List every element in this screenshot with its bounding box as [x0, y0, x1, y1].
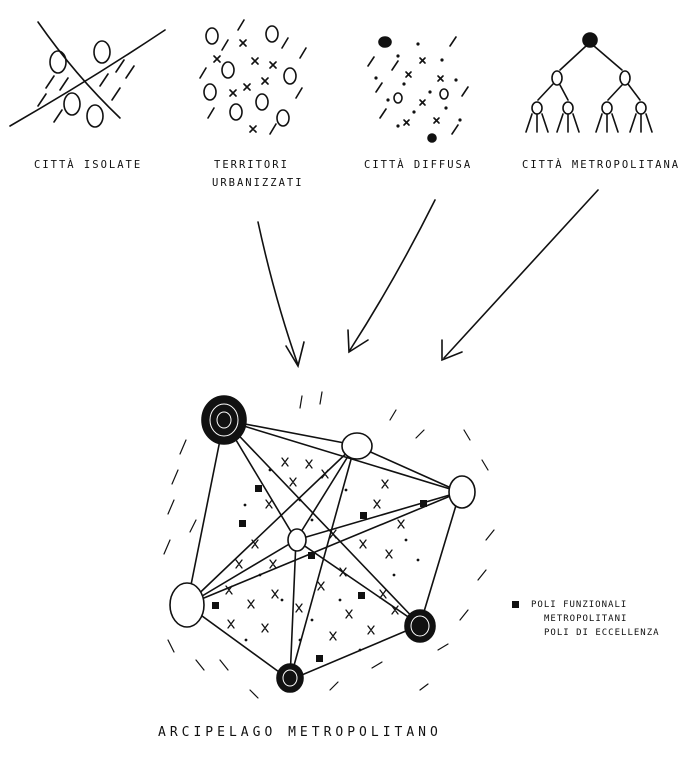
territori-urbanizzati-sketch	[199, 19, 307, 135]
pole-e	[448, 475, 476, 509]
arcipelago-network	[163, 391, 495, 699]
label-citta-metropolitana: città metropolitana	[522, 159, 681, 171]
arrow-diffusa	[347, 199, 436, 354]
pole-nw	[201, 395, 247, 445]
pole-center	[287, 528, 307, 552]
citta-isolate-sketch	[9, 21, 166, 128]
legend-square-icon	[512, 601, 519, 608]
label-citta-diffusa: città diffusa	[364, 159, 473, 171]
arrow-territori	[257, 221, 305, 369]
citta-metropolitana-sketch	[525, 32, 653, 133]
pole-w	[169, 582, 205, 628]
legend-line2: metropolitani	[544, 614, 628, 624]
legend: poli funzionali metropolitani poli di ec…	[512, 598, 660, 640]
legend-line1: poli funzionali	[531, 600, 628, 610]
poli-funzionali-marks	[212, 485, 427, 662]
pole-se	[404, 609, 436, 643]
label-territori: territori	[214, 159, 289, 171]
pole-s	[276, 663, 304, 693]
label-urbanizzati: urbanizzati	[212, 177, 304, 189]
citta-diffusa-sketch	[367, 36, 469, 143]
legend-row-poli-funzionali: poli funzionali	[512, 598, 660, 612]
pole-n	[341, 432, 373, 460]
label-citta-isolate: città isolate	[34, 159, 143, 171]
arrow-metropolitana	[441, 189, 599, 362]
label-arcipelago-metropolitano: arcipelago metropolitano	[158, 725, 442, 740]
legend-line3: poli di eccellenza	[544, 628, 660, 638]
